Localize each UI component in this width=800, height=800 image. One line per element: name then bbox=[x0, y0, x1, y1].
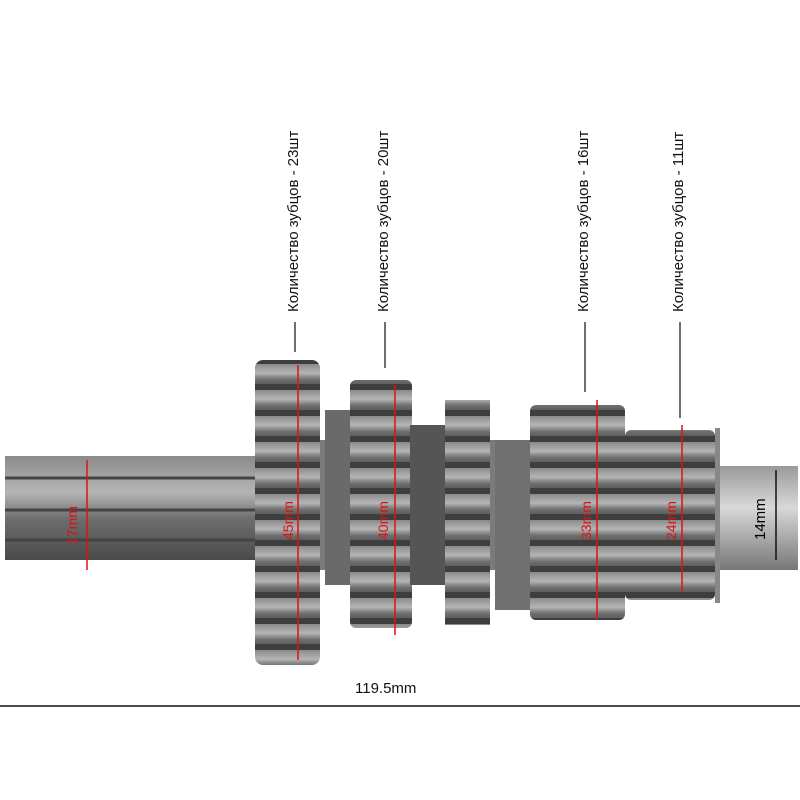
gear-23-teeth bbox=[255, 360, 320, 665]
right-shaft-end bbox=[720, 466, 798, 570]
dim-24mm: 24mm bbox=[663, 501, 679, 540]
washer bbox=[715, 428, 720, 603]
callout-gear-16: Количество зубцов - 16шт bbox=[575, 130, 592, 312]
callout-gear-11: Количество зубцов - 11шт bbox=[670, 131, 687, 312]
dog-ring bbox=[445, 400, 490, 625]
drum bbox=[410, 425, 448, 585]
callout-gear-23: Количество зубцов - 23шт bbox=[285, 130, 302, 312]
gear-20-teeth bbox=[350, 380, 412, 628]
left-splined-shaft bbox=[5, 456, 260, 560]
dim-45mm: 45mm bbox=[280, 501, 296, 540]
callout-leaders bbox=[294, 322, 681, 418]
callout-gear-20: Количество зубцов - 20шт bbox=[375, 130, 392, 312]
dim-14mm: 14mm bbox=[752, 498, 769, 540]
dim-40mm: 40mm bbox=[375, 501, 391, 540]
hub bbox=[495, 440, 535, 610]
dim-33mm: 33mm bbox=[578, 501, 594, 540]
dim-total-length: 119.5mm bbox=[355, 680, 417, 697]
gear-11-teeth bbox=[625, 430, 715, 600]
red-measure-lines bbox=[86, 365, 683, 660]
gear-16-teeth bbox=[530, 405, 625, 620]
dim-17mm: 17mm bbox=[64, 506, 80, 545]
